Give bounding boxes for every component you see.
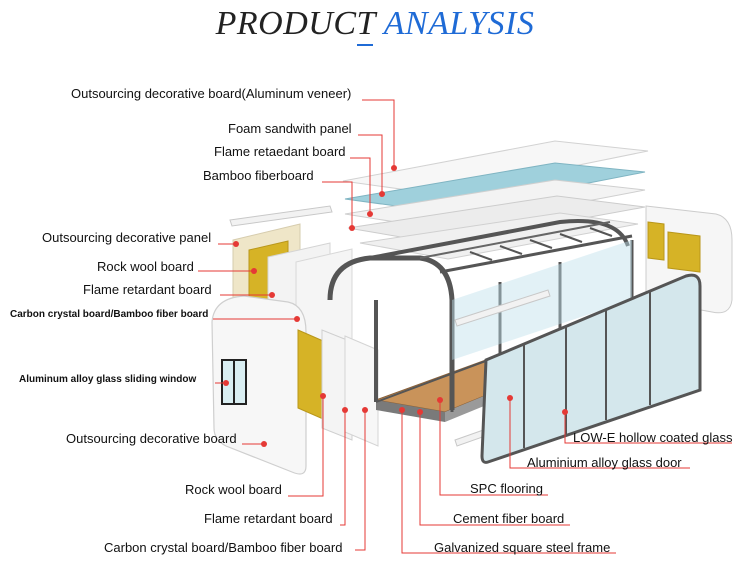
leader-door (509, 398, 690, 469)
label-foam-sandwich: Foam sandwith panel (228, 121, 352, 136)
label-rock-wool-bottom: Rock wool board (185, 482, 282, 497)
leader-foam (358, 134, 383, 194)
title-word-analysis: ANALYSIS (383, 5, 535, 42)
label-carbon-crystal-left: Carbon crystal board/Bamboo fiber board (10, 309, 209, 320)
leader-lines (198, 99, 732, 554)
leader-flame-top (350, 157, 371, 214)
front-carbon-board (344, 335, 379, 447)
label-flame-retardant-left: Flame retardant board (83, 282, 212, 297)
leader-bamboo (322, 181, 353, 228)
front-end-wall (211, 295, 379, 475)
leader-carbon-bottom (355, 410, 366, 551)
leader-galvanized (401, 410, 616, 554)
light-strip-top (229, 205, 333, 227)
leader-veneer (362, 99, 395, 168)
light-strip-middle (454, 289, 551, 327)
front-outer-shell (211, 295, 307, 475)
leader-dots (223, 165, 568, 447)
label-lowe-glass: LOW-E hollow coated glass (573, 430, 733, 445)
right-rock-wool-1 (647, 221, 665, 261)
roof-layers (342, 140, 649, 260)
leader-rock-bottom (288, 396, 324, 497)
page-title: PRODUCT ANALYSIS (0, 2, 750, 46)
glass-door-panel (480, 273, 702, 464)
label-bamboo-fiberboard: Bamboo fiberboard (203, 168, 314, 183)
label-rock-wool-left: Rock wool board (97, 259, 194, 274)
title-underline (357, 44, 373, 46)
title-word-product: PRODUCT (215, 5, 376, 42)
label-galvanized-frame: Galvanized square steel frame (434, 540, 611, 555)
label-outsourcing-board: Outsourcing decorative board (66, 431, 237, 446)
back-glass (452, 240, 632, 360)
leader-cement (419, 412, 570, 526)
label-outsourcing-veneer: Outsourcing decorative board(Aluminum ve… (71, 86, 352, 101)
label-carbon-crystal-bottom: Carbon crystal board/Bamboo fiber board (104, 540, 343, 555)
right-rock-wool-2 (667, 231, 701, 273)
leader-spc (439, 400, 548, 496)
label-aluminum-window: Aluminum alloy glass sliding window (19, 374, 197, 385)
label-aluminium-door: Aluminium alloy glass door (527, 455, 682, 470)
label-spc-flooring: SPC flooring (470, 481, 543, 496)
label-cement-fiber: Cement fiber board (453, 511, 565, 526)
label-outsourcing-panel: Outsourcing decorative panel (42, 230, 212, 245)
front-arch (327, 255, 455, 410)
label-flame-retardant-bottom: Flame retardant board (204, 511, 333, 526)
label-flame-retaedant: Flame retaedant board (214, 144, 346, 159)
leader-flame-bottom (340, 410, 346, 526)
floor-base (376, 400, 445, 422)
glass-door-frame (480, 273, 702, 464)
leader-lowe (564, 412, 732, 444)
